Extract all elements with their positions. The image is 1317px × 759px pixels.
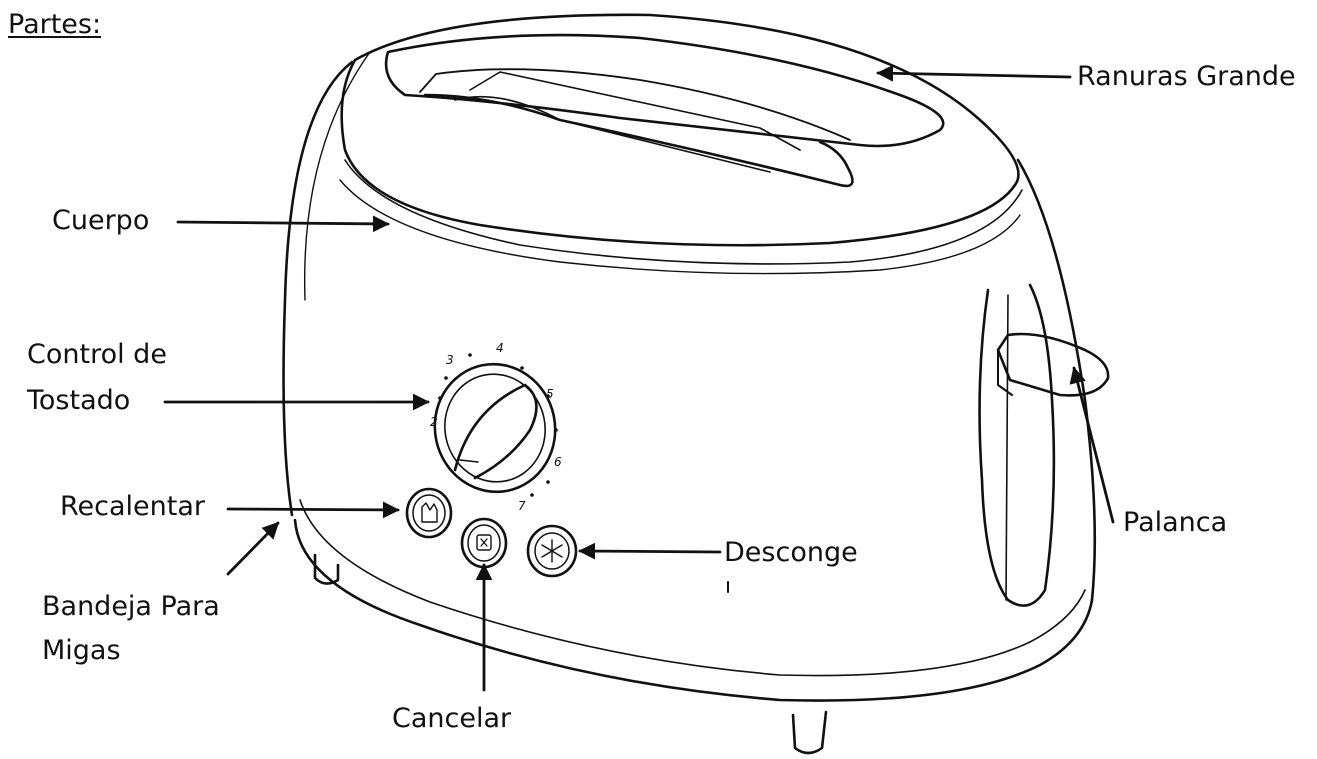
arrow-ranuras xyxy=(876,64,1072,82)
dial-number: 7 xyxy=(518,499,526,513)
dial-number: 6 xyxy=(554,455,562,469)
label-ranuras-grande: Ranuras Grande xyxy=(1077,61,1296,92)
dial-number: 5 xyxy=(546,387,554,401)
cancel-button xyxy=(460,517,508,569)
toaster-foot-left xyxy=(313,553,340,585)
arrow-palanca xyxy=(1069,366,1115,524)
toaster-body xyxy=(282,60,354,517)
snowflake-icon xyxy=(541,539,563,563)
reheat-icon xyxy=(421,502,438,523)
browning-dial: 2 3 4 5 6 7 xyxy=(430,341,562,513)
defrost-button xyxy=(526,524,578,578)
bread-slot xyxy=(384,33,945,148)
toaster-base xyxy=(293,518,1094,702)
label-recalentar: Recalentar xyxy=(60,491,206,522)
diagram-title: Partes: xyxy=(8,9,102,40)
toaster-top-rim xyxy=(340,13,1020,247)
label-cancelar: Cancelar xyxy=(392,703,512,734)
label-descongelar: Desconge xyxy=(724,537,858,568)
arrow-bandeja xyxy=(226,521,280,576)
lever-handle xyxy=(996,332,1110,397)
reheat-button xyxy=(405,487,453,539)
label-cuerpo: Cuerpo xyxy=(52,205,150,236)
arrow-descongelar xyxy=(578,542,722,560)
label-bandeja-line2: Migas xyxy=(42,635,121,666)
cancel-icon xyxy=(476,534,492,551)
toaster-foot-right xyxy=(791,710,828,755)
dial-number: 3 xyxy=(446,353,454,367)
label-bandeja-line1: Bandeja Para xyxy=(42,591,220,622)
label-control-line2: Tostado xyxy=(27,385,131,416)
arrow-cuerpo xyxy=(176,215,390,233)
dial-number: 4 xyxy=(496,341,504,355)
label-control-line1: Control de xyxy=(27,339,167,370)
label-palanca: Palanca xyxy=(1123,507,1228,538)
dial-number: 2 xyxy=(430,415,438,429)
arrow-recalentar xyxy=(226,501,400,519)
